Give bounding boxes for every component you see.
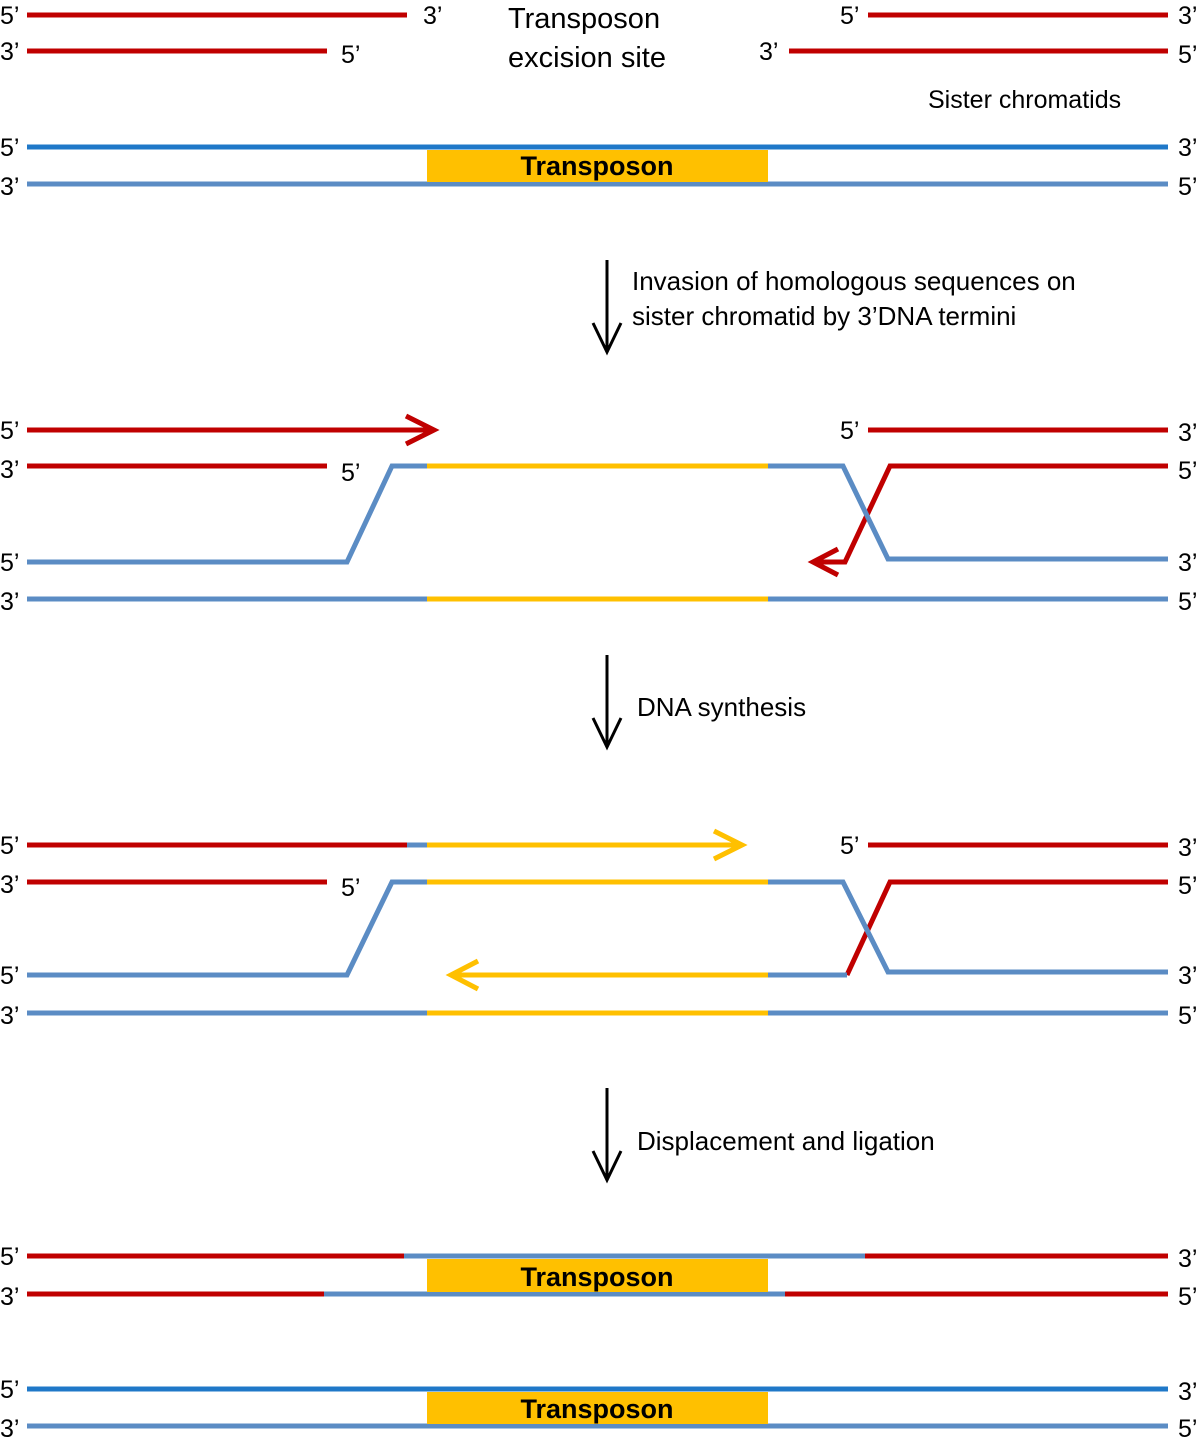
end-label: 5’ <box>0 962 19 990</box>
end-label: 3’ <box>1178 2 1197 30</box>
invading-strand-right <box>844 879 1168 977</box>
step-2-label: DNA synthesis <box>637 692 806 722</box>
end-label: 3’ <box>0 1415 19 1443</box>
step-invasion: Invasion of homologous sequences on sist… <box>591 260 1076 356</box>
transposon-box <box>427 1392 768 1424</box>
end-label: 3’ <box>759 38 778 66</box>
end-label: 5’ <box>840 2 859 30</box>
end-label: 3’ <box>1178 419 1197 447</box>
displaced-strand-left <box>27 879 427 978</box>
process-arrow-head <box>591 322 623 356</box>
displaced-strand-right <box>768 463 1168 562</box>
end-label: 5’ <box>341 41 360 69</box>
transposon-label: Transposon <box>520 151 673 181</box>
end-label: 3’ <box>1178 1245 1197 1273</box>
end-label: 3’ <box>0 871 19 899</box>
title-line2: excision site <box>508 42 666 74</box>
end-label: 3’ <box>1178 834 1197 862</box>
end-label: 3’ <box>0 588 19 616</box>
step-1-line1: Invasion of homologous sequences on <box>632 266 1076 296</box>
panel-excision: Transposon excision site Sister chromati… <box>0 2 1197 201</box>
end-label: 5’ <box>0 134 19 162</box>
end-label: 5’ <box>1178 41 1197 69</box>
transposon-label: Transposon <box>520 1394 673 1424</box>
end-label: 3’ <box>0 456 19 484</box>
process-arrow-head <box>591 1150 623 1184</box>
end-label: 5’ <box>0 1376 19 1404</box>
displaced-strand-left <box>27 463 427 565</box>
synthesis-arrowhead <box>712 828 748 862</box>
end-label: 3’ <box>0 1283 19 1311</box>
end-label: 5’ <box>0 2 19 30</box>
step-3-label: Displacement and ligation <box>637 1126 935 1156</box>
end-label: 5’ <box>1178 1002 1197 1030</box>
displaced-strand-right <box>768 879 1168 975</box>
end-label: 3’ <box>1178 1378 1197 1406</box>
end-label: 5’ <box>1178 457 1197 485</box>
extension-arrowhead <box>807 546 840 578</box>
end-label: 5’ <box>0 417 19 445</box>
step-1-line2: sister chromatid by 3’DNA termini <box>632 301 1016 331</box>
end-label: 5’ <box>0 1243 19 1271</box>
end-label: 5’ <box>0 832 19 860</box>
end-label: 5’ <box>0 549 19 577</box>
end-label: 5’ <box>341 459 360 487</box>
end-label: 3’ <box>0 38 19 66</box>
title-line1: Transposon <box>508 3 660 35</box>
transposon-box <box>427 1259 768 1292</box>
extension-arrowhead <box>404 413 440 447</box>
step-synthesis: DNA synthesis <box>591 655 806 751</box>
panel-invasion: 5’ 3’ 5’ 5’ 3’ 5’ 5’ 3’ 3’ 5’ <box>0 413 1197 616</box>
panel-synthesis: 5’ 3’ 5’ 5’ 3’ 5’ 5’ 3’ 3’ 5’ <box>0 828 1197 1030</box>
end-label: 3’ <box>1178 962 1197 990</box>
end-label: 5’ <box>1178 588 1197 616</box>
panel-repaired: Transposon 5’ 3’ 3’ 5’ Transposon 5’ 3’ … <box>0 1243 1197 1443</box>
end-label: 5’ <box>1178 1415 1197 1443</box>
transposon-box <box>427 150 768 182</box>
end-label: 5’ <box>341 874 360 902</box>
end-label: 3’ <box>1178 549 1197 577</box>
end-label: 5’ <box>840 832 859 860</box>
end-label: 3’ <box>0 1002 19 1030</box>
end-label: 5’ <box>840 417 859 445</box>
sister-chromatids-label: Sister chromatids <box>928 86 1121 114</box>
synthesis-arrowhead <box>445 958 480 992</box>
process-arrow-head <box>591 717 623 751</box>
end-label: 3’ <box>423 2 442 30</box>
end-label: 5’ <box>1178 1283 1197 1311</box>
transposon-label: Transposon <box>520 1262 673 1292</box>
end-label: 5’ <box>1178 173 1197 201</box>
end-label: 5’ <box>1178 872 1197 900</box>
step-ligation: Displacement and ligation <box>591 1088 935 1184</box>
end-label: 3’ <box>1178 134 1197 162</box>
end-label: 3’ <box>0 173 19 201</box>
